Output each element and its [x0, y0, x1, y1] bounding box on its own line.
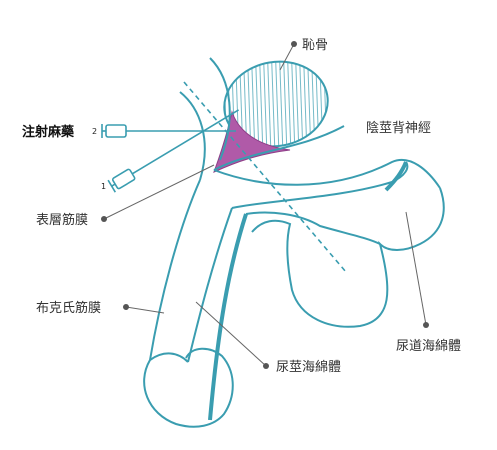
label-dorsal-nerve: 陰莖背神經 [366, 121, 431, 136]
label-corpus-cavernosum: 尿莖海綿體 [276, 360, 341, 375]
shaft-outer [149, 179, 201, 361]
label-injection: 注射麻藥 [22, 124, 75, 140]
glans-rim [149, 352, 189, 363]
needle-1 [107, 109, 239, 193]
needle-2-number: 2 [92, 127, 97, 136]
pubic-arc [213, 125, 345, 171]
spongiosum-lobe [251, 187, 445, 328]
cavernosum-upper [231, 161, 409, 209]
dorsal-nerve-dashed-line [183, 81, 347, 273]
leader-bucks-fascia [123, 304, 165, 314]
anesthesia-zone [213, 110, 291, 173]
spongiosum-inner [245, 211, 381, 245]
label-superficial-fascia: 表層筋膜 [36, 212, 88, 228]
cavernosum-lower [187, 207, 233, 363]
shaft-upper-outline [213, 158, 441, 189]
leader-superficial-fascia [101, 164, 215, 222]
label-corpus-spongiosum: 尿道海綿體 [396, 339, 461, 354]
pubic-bone-shape [223, 60, 329, 148]
abdomen-outline-inner [179, 91, 206, 181]
urethra-band-head [384, 161, 408, 192]
leader-pubic-bone [279, 41, 297, 71]
label-pubic-bone: 恥骨 [302, 38, 328, 53]
urethra-band [208, 213, 248, 421]
abdomen-outline-left [209, 57, 231, 161]
needle-2 [101, 124, 236, 138]
leader-corpus-cavernosum [195, 301, 269, 369]
label-bucks-fascia: 布克氏筋膜 [36, 300, 101, 316]
glans [143, 347, 234, 428]
needle-1-number: 1 [101, 182, 106, 191]
leader-corpus-spongiosum [405, 211, 429, 328]
